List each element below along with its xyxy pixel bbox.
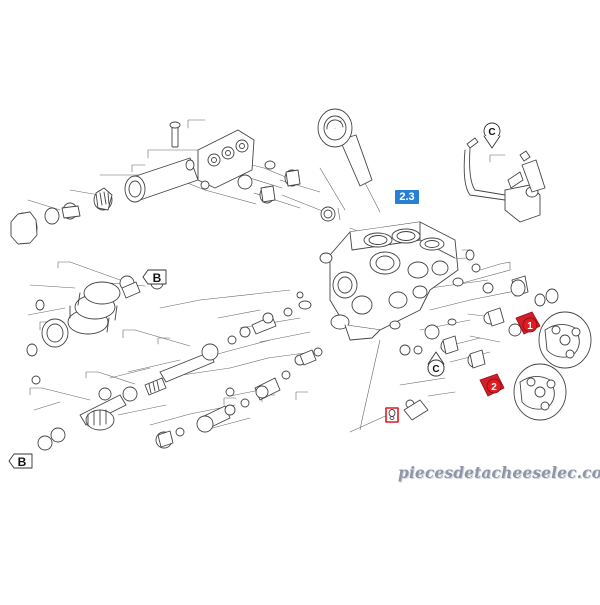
right-valve-parts [387, 249, 592, 421]
assembly-callout-2-3: 2.3 [395, 190, 419, 204]
badge-b-top-label: B [153, 271, 162, 285]
marker-2: 2 [479, 373, 505, 397]
hose-assembly [463, 137, 546, 223]
top-left-shaft-assembly [10, 121, 336, 245]
badge-c-top-label: C [488, 127, 495, 138]
badge-b-bottom: B [8, 453, 33, 469]
badge-b-top: B [142, 269, 167, 285]
site-watermark: piecesdetacheeselec.com [398, 463, 600, 482]
pressure-gauge [317, 108, 373, 187]
badge-c-top: C [483, 122, 501, 149]
highlighted-part [385, 407, 399, 423]
marker-1: 1 [515, 311, 541, 335]
impeller-disc-bottom [513, 363, 567, 421]
spring-piston-assembly [26, 275, 323, 451]
impeller-disc-top [538, 311, 592, 369]
pump-manifold [319, 221, 459, 341]
badge-c-mid: C [427, 351, 445, 377]
badge-b-bottom-label: B [18, 455, 27, 469]
marker-2-label: 2 [491, 382, 497, 393]
badge-c-mid-label: C [432, 364, 439, 375]
marker-1-label: 1 [527, 321, 533, 332]
